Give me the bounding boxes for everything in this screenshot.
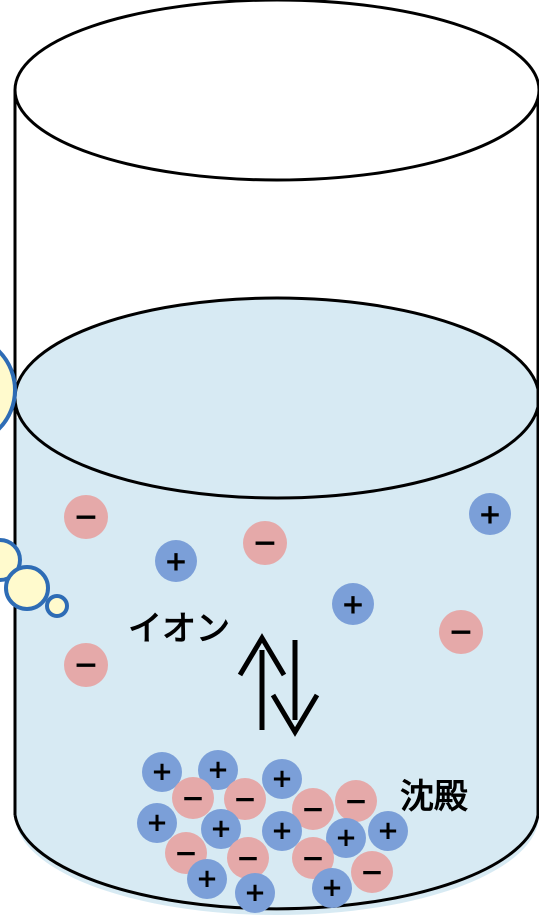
beaker-rim: [13, 0, 539, 182]
ion-label: イオン: [128, 609, 230, 649]
cation: +: [326, 818, 366, 858]
bubble-large: [0, 349, 17, 431]
svg-text:−: −: [360, 856, 383, 889]
svg-text:−: −: [252, 526, 277, 561]
svg-text:+: +: [341, 588, 364, 621]
cation: +: [368, 811, 408, 851]
cation: +: [155, 540, 197, 582]
anion: −: [224, 778, 266, 820]
cation: +: [142, 752, 182, 792]
anion: −: [64, 495, 108, 539]
svg-text:+: +: [335, 823, 357, 853]
precipitate-label: 沈殿: [400, 777, 468, 817]
svg-text:+: +: [146, 808, 168, 838]
anion: −: [227, 837, 269, 879]
svg-text:+: +: [210, 814, 232, 844]
cation: +: [201, 809, 241, 849]
cation: +: [469, 493, 511, 535]
precipitate-cluster: + + + − − − − + + + + + − − − − + + +: [137, 750, 408, 913]
anion: −: [439, 610, 483, 654]
svg-text:−: −: [73, 500, 98, 535]
svg-text:−: −: [301, 842, 324, 875]
svg-text:−: −: [236, 842, 259, 875]
svg-text:−: −: [344, 785, 367, 818]
cation: +: [262, 759, 302, 799]
cation: +: [312, 868, 352, 908]
svg-text:+: +: [164, 545, 187, 578]
cation: +: [262, 811, 302, 851]
bubble-small: [4, 565, 50, 611]
svg-text:−: −: [301, 793, 324, 826]
svg-text:+: +: [244, 878, 266, 908]
cation: +: [137, 803, 177, 843]
svg-text:+: +: [321, 873, 343, 903]
liquid-surface: [13, 296, 539, 500]
cation: +: [198, 750, 238, 790]
svg-text:+: +: [196, 864, 218, 894]
svg-text:−: −: [448, 615, 473, 650]
svg-text:+: +: [478, 498, 501, 531]
cation: +: [187, 859, 227, 899]
cation: +: [332, 583, 374, 625]
svg-text:−: −: [174, 837, 197, 870]
anion: −: [64, 643, 108, 687]
equilibrium-arrows: [237, 633, 320, 737]
anion: −: [292, 837, 334, 879]
anion: −: [351, 851, 393, 893]
svg-text:−: −: [233, 783, 256, 816]
anion: −: [292, 788, 334, 830]
svg-text:+: +: [271, 764, 293, 794]
bubble-tiny: [45, 594, 69, 618]
anion: −: [172, 777, 214, 819]
svg-text:+: +: [151, 757, 173, 787]
cation: +: [235, 873, 275, 913]
svg-text:+: +: [271, 816, 293, 846]
svg-text:−: −: [181, 782, 204, 815]
beaker-bottom: [13, 814, 539, 911]
svg-text:+: +: [377, 816, 399, 846]
anion: −: [243, 521, 287, 565]
svg-text:+: +: [207, 755, 229, 785]
anion: −: [335, 780, 377, 822]
svg-text:−: −: [73, 648, 98, 683]
